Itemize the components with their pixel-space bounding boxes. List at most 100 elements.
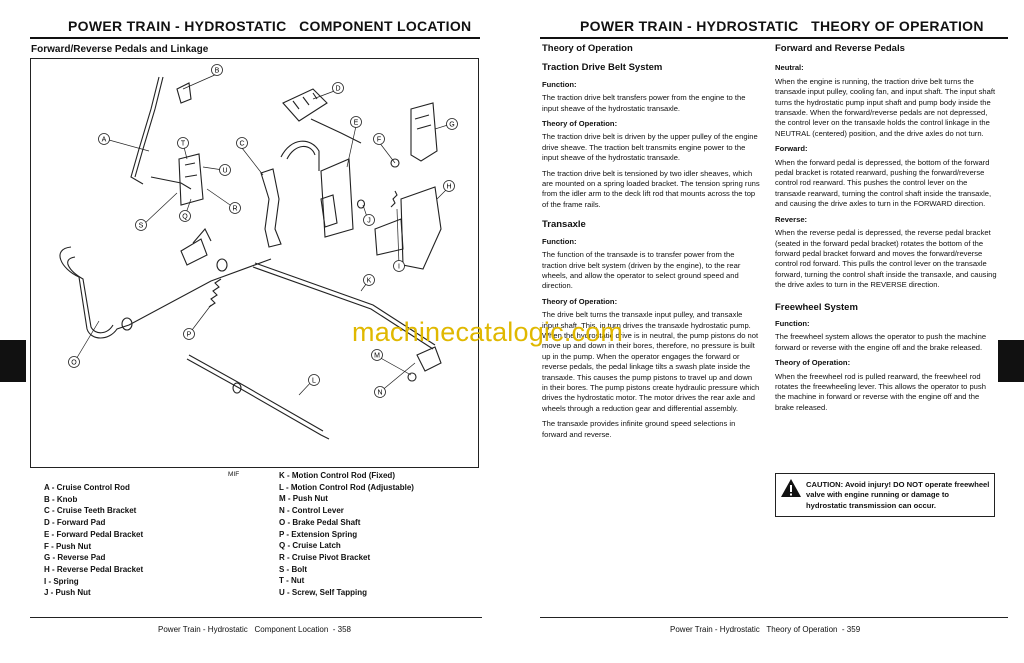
svg-text:A: A [102,137,107,144]
subheading: Theory of Operation: [775,358,851,368]
reverse-pedal-bracket-drawing [400,186,442,270]
paragraph: The traction drive belt is tensioned by … [542,168,760,209]
callout-Q: Q [179,210,191,222]
extension-spring-drawing [208,278,222,308]
cruise-bracket-drawing [178,153,204,206]
svg-text:P: P [187,332,192,339]
legend-left: A - Cruise Control Rod B - Knob C - Crui… [44,482,143,599]
section-heading: Theory of Operation [542,43,633,54]
left-page: POWER TRAIN - HYDROSTATIC COMPONENT LOCA… [0,18,482,634]
callout-B: B [211,64,223,76]
legend-item: P - Extension Spring [279,529,358,539]
svg-text:Q: Q [182,214,188,221]
callout-D: D [332,82,344,94]
svg-text:N: N [377,390,382,397]
page-footer: Power Train - Hydrostatic Theory of Oper… [670,625,861,634]
legend-item: L - Motion Control Rod (Adjustable) [279,482,414,492]
transaxle-control-lever-drawing [416,346,442,372]
svg-text:I: I [398,264,400,271]
knob-drawing [176,82,192,104]
legend-item: H - Reverse Pedal Bracket [44,564,144,574]
paragraph: When the reverse pedal is depressed, the… [775,228,997,290]
callout-R: R [229,202,241,214]
subheading: Forward: [775,144,808,154]
title-rule [30,37,480,39]
subheading: Function: [542,236,577,246]
section-heading: Freewheel System [775,301,858,313]
section-tab-left [0,340,26,382]
caution-text: CAUTION: Avoid injury! DO NOT operate fr… [806,480,990,510]
callout-F: F [373,133,385,145]
callout-G: G [446,118,458,130]
legend-item: T - Nut [279,576,305,586]
linkage-illustration: A B C D E F G H I J K L M N O P Q R S T [59,64,458,440]
svg-text:E: E [354,120,359,127]
svg-text:C: C [239,141,244,148]
svg-text:F: F [377,137,381,144]
theory-column-2: Forward and Reverse Pedals Neutral: When… [775,43,997,418]
right-page: POWER TRAIN - HYDROSTATIC THEORY OF OPER… [512,0,1024,663]
watermark: machinecatalogic.com [352,317,624,347]
legend-item: R - Cruise Pivot Bracket [279,552,371,562]
callout-E: E [350,116,362,128]
brake-pedal-shaft-drawing [59,246,272,339]
subheading: Function: [542,79,577,89]
svg-text:D: D [335,86,340,93]
svg-text:B: B [215,68,220,75]
callout-T: T [177,137,189,149]
paragraph: When the engine is running, the traction… [775,76,996,138]
legend-item: K - Motion Control Rod (Fixed) [279,471,395,480]
reverse-pad-drawing [410,102,438,162]
warning-icon [781,479,801,497]
legend-item: E - Forward Pedal Bracket [44,529,144,539]
legend-item: J - Push Nut [44,588,91,598]
motion-control-rod-fixed-drawing [252,266,434,350]
paragraph: The drive belt turns the transaxle input… [542,310,760,413]
control-lever-drawing [260,168,282,248]
callout-N: N [374,386,386,398]
legend-item: U - Screw, Self Tapping [279,588,368,598]
subheading: Function: [775,318,810,328]
legend-item: A - Cruise Control Rod [44,483,130,492]
paragraph: When the freewheel rod is pulled rearwar… [775,371,986,412]
paragraph: When the forward pedal is depressed, the… [775,157,992,209]
svg-text:R: R [232,206,237,213]
callout-P: P [183,328,195,340]
legend-item: F - Push Nut [44,541,92,551]
section-heading: Transaxle [542,219,586,231]
legend-item: D - Forward Pad [44,518,106,528]
svg-text:K: K [367,278,372,285]
legend-item: M - Push Nut [279,494,328,504]
paragraph: The traction drive belt is driven by the… [542,132,758,163]
page-title: POWER TRAIN - HYDROSTATIC THEORY OF OPER… [580,18,984,34]
callout-J: J [363,214,375,226]
subheading: Theory of Operation: [542,119,618,129]
paragraph: The traction drive belt transfers power … [542,93,746,113]
callout-O: O [68,356,80,368]
caution-box: CAUTION: Avoid injury! DO NOT operate fr… [775,473,995,517]
section-heading: Traction Drive Belt System [542,62,663,74]
svg-text:L: L [312,378,316,385]
forward-pedal-bracket-drawing [320,158,354,238]
svg-text:S: S [139,223,144,230]
svg-text:G: G [449,122,454,129]
svg-text:T: T [181,141,186,148]
callout-K: K [363,274,375,286]
svg-text:U: U [222,168,227,175]
paragraph: The function of the transaxle is to tran… [542,250,741,291]
callout-L: L [308,374,320,386]
legend-item: Q - Cruise Latch [279,541,341,551]
legend-item: C - Cruise Teeth Bracket [44,506,137,516]
subheading: Reverse: [775,214,808,224]
callout-I: I [393,260,405,272]
section-heading: Forward and Reverse Pedals [775,43,905,54]
paragraph: The freewheel system allows the operator… [775,332,987,352]
forward-pad-drawing [282,88,328,122]
figure-subheading: Forward/Reverse Pedals and Linkage [31,44,209,55]
cruise-control-rod-drawing [130,76,160,185]
linkage-diagram: A B C D E F G H I J K L M N O P Q R S T [30,58,479,468]
legend-item: N - Control Lever [279,506,344,516]
svg-text:O: O [71,360,77,367]
motion-control-rod-adjustable-drawing [186,358,330,440]
callout-M: M [371,349,383,361]
